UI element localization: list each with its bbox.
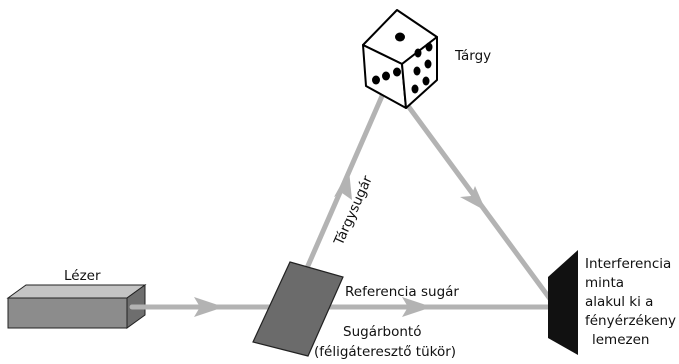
die-pip (372, 75, 380, 85)
object-beam-arrow (334, 170, 352, 200)
photosensitive-plate (548, 250, 578, 355)
plate-label-line2: minta (585, 275, 624, 291)
laser-label: Lézer (64, 268, 101, 284)
beam-splitter (252, 261, 344, 357)
beam-splitter-label-line1: Sugárbontó (343, 324, 421, 340)
die-pip (395, 32, 405, 42)
object-label: Tárgy (454, 48, 491, 64)
beam-splitter-label-line2: (féligáteresztő tükör) (314, 344, 456, 360)
die-pip (414, 48, 422, 58)
scattered-beam-arrow (460, 186, 486, 211)
die-pip (411, 84, 419, 94)
die-pip (413, 66, 421, 76)
laser (6, 284, 147, 329)
die-pip (425, 42, 433, 52)
beam-arrows (194, 170, 486, 317)
reference-beam-arrow (402, 297, 432, 317)
reference-beam-label: Referencia sugár (345, 284, 459, 300)
die-pip (422, 76, 430, 86)
plate-label-line5: lemezen (592, 332, 649, 348)
die-pips (372, 32, 433, 94)
laser-beam-arrow (194, 297, 224, 317)
plate-label-line4: fényérzékeny (585, 313, 676, 329)
plate-label-line3: alakul ki a (585, 294, 653, 310)
die-object (362, 9, 438, 109)
die-pip (424, 59, 432, 69)
die-pip (382, 71, 390, 81)
die-pip (393, 67, 401, 77)
laser-top-face (6, 284, 147, 299)
laser-front-face (7, 297, 128, 329)
plate-label-line1: Interferencia (585, 256, 671, 272)
object-beam-label: Tárgysugár (331, 173, 376, 249)
